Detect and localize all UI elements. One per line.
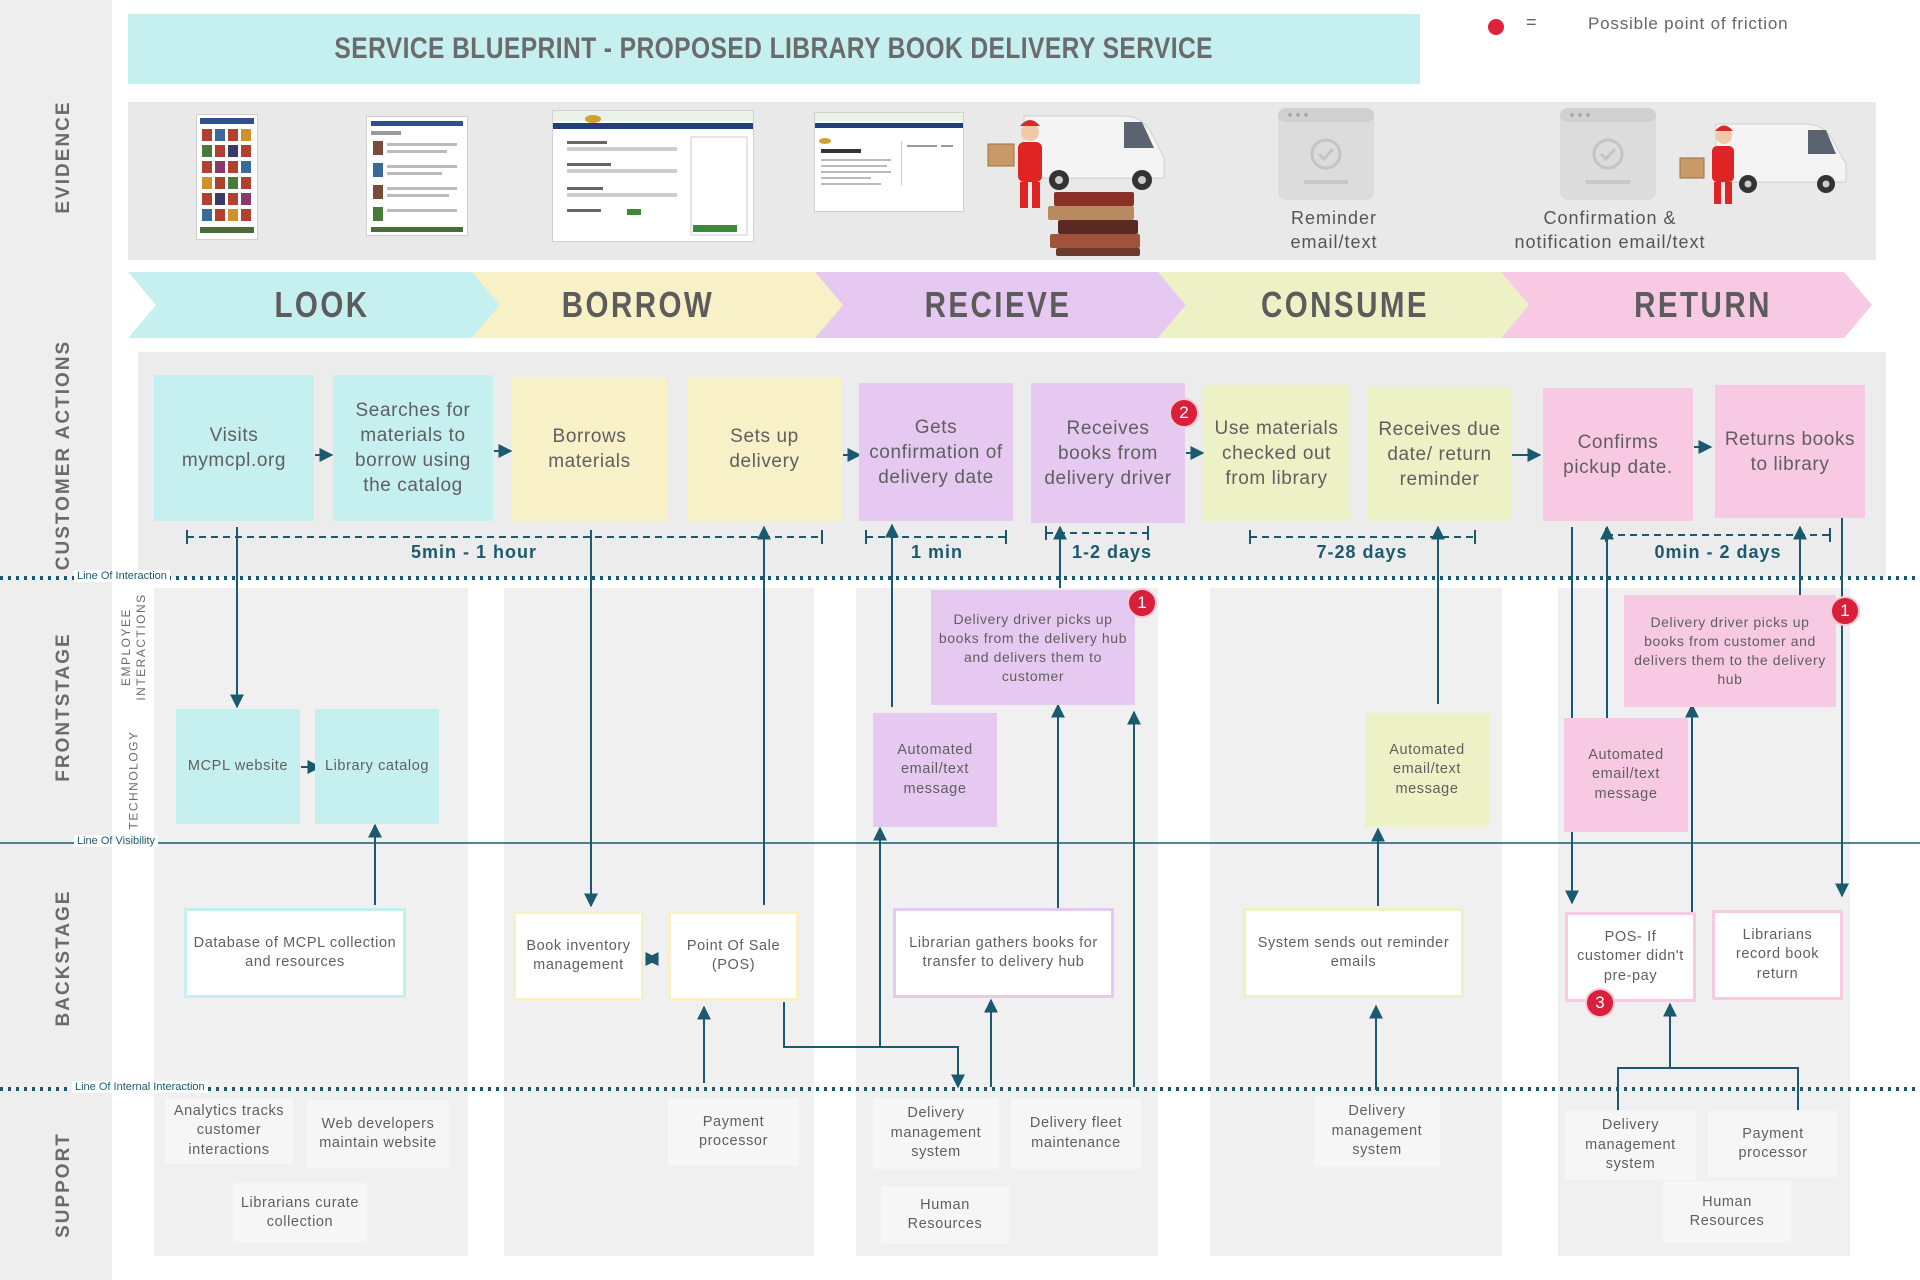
support-card: Human Resources (1663, 1181, 1791, 1243)
employee-interaction-card: Delivery driver picks up books from cust… (1624, 595, 1836, 707)
duration-return: 0min - 2 days (1654, 542, 1782, 562)
phase-chevron-look (128, 272, 500, 338)
catalog-screenshot-thumbnail (366, 116, 468, 236)
phase-label-borrow: BORROW (561, 284, 715, 325)
phase-chevron-consume (1158, 272, 1529, 338)
backstage-card: Librarian gathers books for transfer to … (893, 908, 1114, 998)
phase-label-consume: CONSUME (1260, 284, 1430, 325)
technology-card: MCPL website (176, 709, 300, 824)
line-label-visibility: Line Of Visibility (74, 835, 159, 847)
technology-card: Automated email/text message (1564, 718, 1688, 832)
backstage-card: Librarians record book return (1712, 910, 1843, 1000)
confirmation-screenshot-thumbnail (814, 112, 964, 212)
backstage-card: Database of MCPL collection and resource… (184, 908, 406, 998)
support-card: Delivery fleet maintenance (1011, 1098, 1141, 1169)
friction-badge: 2 (1169, 398, 1199, 428)
delivery-form-screenshot-thumbnail (552, 110, 754, 242)
duration-confirmation: 1 min (910, 542, 964, 562)
friction-badge: 1 (1127, 588, 1157, 618)
reminder-caption-line1: Reminder (1290, 208, 1378, 228)
support-card: Delivery management system (873, 1098, 999, 1169)
reminder-caption-line2: email/text (1290, 232, 1378, 252)
row-label-sidebar (0, 0, 112, 1280)
line-label-internal-interaction: Line Of Internal Interaction (72, 1081, 208, 1093)
friction-legend-dot (1488, 19, 1504, 35)
phase-chevron-borrow (472, 272, 843, 338)
backstage-card: System sends out reminder emails (1243, 908, 1464, 998)
confirmation-caption-line2: notification email/text (1514, 232, 1706, 252)
phase-label-return: RETURN (1634, 284, 1772, 325)
support-card: Payment processor (1708, 1111, 1838, 1177)
support-card: Payment processor (668, 1098, 799, 1166)
action-card: Returns books to library (1715, 385, 1865, 518)
friction-legend-equals: = (1526, 12, 1537, 32)
phase-label-look: LOOK (274, 284, 370, 325)
blueprint-title-bar: SERVICE BLUEPRINT - PROPOSED LIBRARY BOO… (128, 14, 1420, 84)
friction-badge: 1 (1830, 596, 1860, 626)
phase-label-recieve: RECIEVE (924, 284, 1072, 325)
backstage-card: Point Of Sale (POS) (668, 911, 799, 1001)
blueprint-title: SERVICE BLUEPRINT - PROPOSED LIBRARY BOO… (334, 32, 1214, 65)
action-card: Borrows materials (512, 377, 667, 521)
phase-chevron-recieve (815, 272, 1186, 338)
technology-card: Automated email/text message (1365, 713, 1489, 827)
friction-badge: 3 (1585, 988, 1615, 1018)
action-card: Use materials checked out from library (1204, 385, 1349, 521)
action-card: Gets confirmation of delivery date (859, 383, 1013, 521)
duration-look-borrow: 5min - 1 hour (410, 542, 538, 562)
support-card: Librarians curate collection (233, 1183, 367, 1243)
evidence-caption-confirmation: Confirmation & notification email/text (1514, 206, 1705, 254)
backstage-card: Book inventory management (513, 911, 644, 1001)
employee-interaction-card: Delivery driver picks up books from the … (931, 590, 1135, 705)
confirmation-caption-line1: Confirmation & (1543, 208, 1677, 228)
action-card: Sets up delivery (687, 377, 842, 521)
support-card: Web developers maintain website (307, 1100, 449, 1168)
delivery-van-illustration (1676, 120, 1856, 210)
action-card: Receives due date/ return reminder (1367, 387, 1512, 521)
evidence-caption-reminder: Reminder email/text (1290, 206, 1377, 254)
technology-card: Library catalog (315, 709, 439, 824)
friction-legend-text: Possible point of friction (1588, 14, 1789, 33)
line-label-interaction: Line Of Interaction (74, 570, 170, 582)
action-card: Searches for materials to borrow using t… (333, 375, 493, 521)
support-card: Analytics tracks customer interactions (165, 1098, 293, 1164)
website-screenshot-thumbnail (196, 114, 258, 240)
backstage-card: POS- If customer didn't pre-pay (1565, 912, 1696, 1002)
action-card: Visits mymcpl.org (154, 375, 314, 521)
duration-consume: 7-28 days (1316, 542, 1408, 562)
duration-receive: 1-2 days (1071, 542, 1153, 562)
support-card: Human Resources (881, 1186, 1009, 1244)
support-card: Delivery management system (1314, 1096, 1440, 1167)
action-card: Confirms pickup date. (1543, 388, 1693, 521)
email-placeholder-icon (1558, 106, 1658, 202)
technology-card: Automated email/text message (873, 713, 997, 827)
action-card: Receives books from delivery driver (1031, 383, 1185, 523)
phase-chevron-return (1501, 272, 1872, 338)
support-card: Delivery management system (1565, 1111, 1696, 1180)
delivery-van-and-books-illustration (984, 108, 1184, 258)
email-placeholder-icon (1276, 106, 1376, 202)
